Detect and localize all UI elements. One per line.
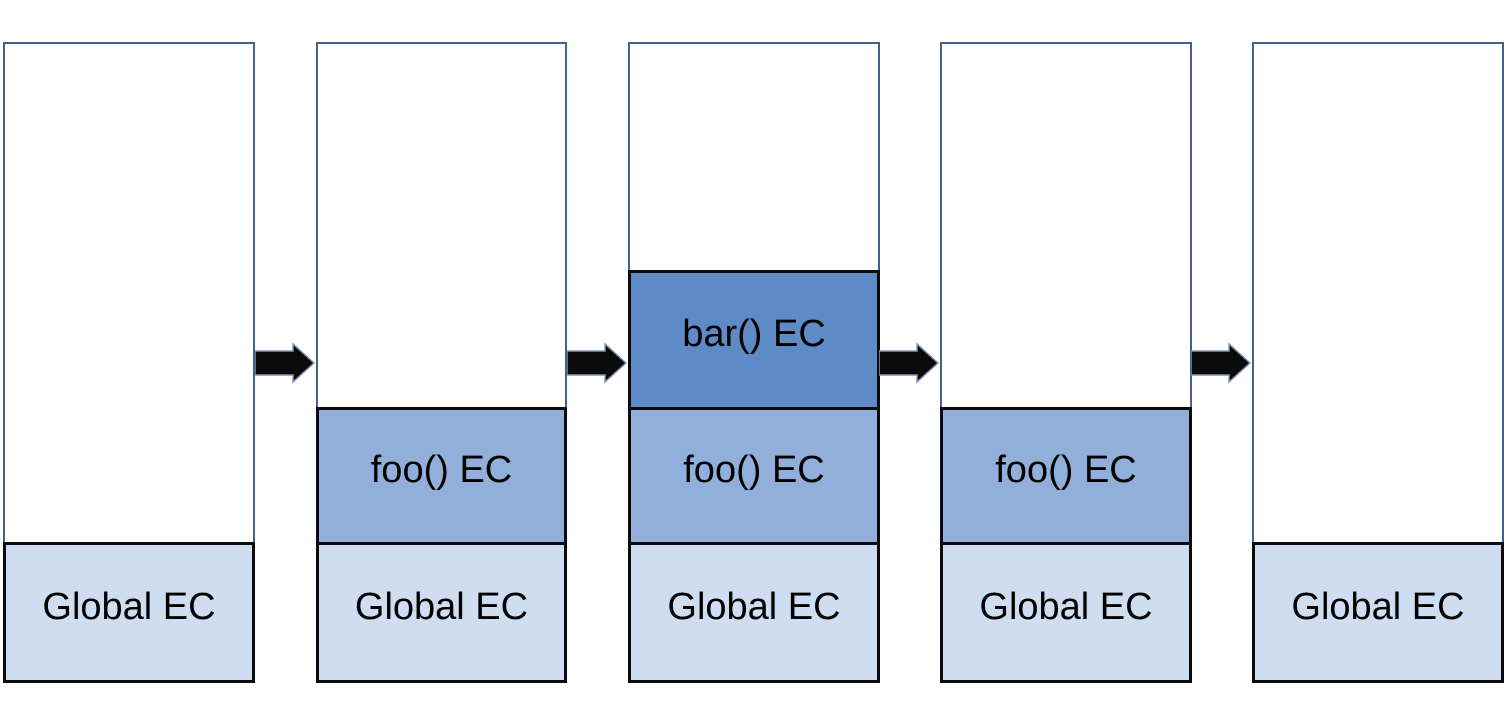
global-ec-block: Global EC	[3, 542, 255, 683]
block-label: Global EC	[667, 585, 841, 628]
right-arrow-icon	[255, 342, 316, 384]
foo-ec-block: foo() EC	[940, 407, 1192, 545]
right-arrow-icon	[567, 342, 628, 384]
stack-4: foo() EC Global EC	[940, 42, 1192, 683]
foo-ec-block: foo() EC	[628, 407, 880, 545]
stack-2: foo() EC Global EC	[316, 42, 567, 683]
right-arrow-icon	[879, 342, 940, 384]
block-label: bar() EC	[682, 313, 826, 355]
stack-3: bar() EC foo() EC Global EC	[628, 42, 880, 683]
block-label: foo() EC	[370, 449, 513, 491]
block-label: Global EC	[1291, 585, 1465, 628]
block-label: Global EC	[979, 585, 1153, 628]
global-ec-block: Global EC	[316, 542, 567, 683]
stack-5: Global EC	[1252, 42, 1504, 683]
block-label: foo() EC	[683, 449, 825, 491]
block-label: Global EC	[42, 585, 216, 628]
foo-ec-block: foo() EC	[316, 407, 567, 545]
global-ec-block: Global EC	[940, 542, 1192, 683]
block-label: foo() EC	[995, 449, 1137, 491]
global-ec-block: Global EC	[1252, 542, 1504, 683]
right-arrow-icon	[1191, 342, 1252, 384]
block-label: Global EC	[354, 585, 529, 628]
global-ec-block: Global EC	[628, 542, 880, 683]
stack-1: Global EC	[3, 42, 255, 683]
bar-ec-block: bar() EC	[628, 270, 880, 410]
